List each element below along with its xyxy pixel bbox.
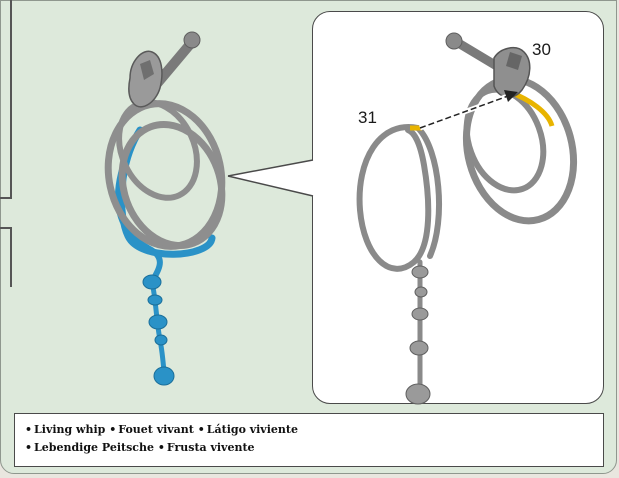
gray-whip-coils xyxy=(95,89,238,259)
callout-pointer xyxy=(228,160,313,196)
assembled-whip xyxy=(95,32,238,385)
caption-name-it: Frusta vivente xyxy=(167,441,255,454)
bullet: • xyxy=(158,441,165,454)
callout-part-31: 31 xyxy=(358,108,377,128)
caption-name-fr: Fouet vivant xyxy=(118,423,194,436)
whip-handle xyxy=(129,32,200,107)
part-31-whip xyxy=(360,127,439,400)
caption-line-2: •Lebendige Peitsche •Frusta vivente xyxy=(25,439,593,457)
bullet: • xyxy=(25,441,32,454)
zoom-detail-whips xyxy=(360,33,589,404)
caption-name-en: Living whip xyxy=(34,423,105,436)
callout-part-30: 30 xyxy=(532,40,551,60)
caption-line-1: •Living whip •Fouet vivant •Látigo vivie… xyxy=(25,421,593,439)
bullet: • xyxy=(109,423,116,436)
bullet: • xyxy=(25,423,32,436)
caption-name-es: Látigo viviente xyxy=(207,423,298,436)
caption-box: •Living whip •Fouet vivant •Látigo vivie… xyxy=(14,413,604,467)
caption-name-de: Lebendige Peitsche xyxy=(34,441,154,454)
bullet: • xyxy=(198,423,205,436)
